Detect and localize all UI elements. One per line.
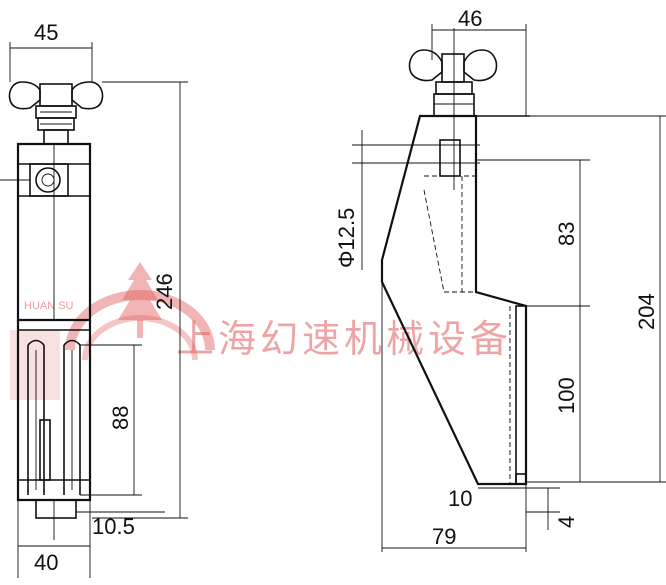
side-dim-lip: 10 <box>448 486 472 511</box>
side-dim-total-height: 204 <box>634 293 659 330</box>
side-dim-lower-height: 100 <box>554 377 579 414</box>
side-view: Φ12.5 46 83 100 204 10 4 79 <box>334 6 666 552</box>
front-view: 45 246 88 10.5 40 <box>0 20 188 578</box>
side-dim-base-offset: 4 <box>554 516 579 528</box>
watermark-brand-en: HUAN SU <box>24 300 74 312</box>
side-wing-knob <box>408 28 498 190</box>
front-dim-slot-length: 88 <box>108 406 133 430</box>
side-dim-upper-height: 83 <box>554 222 579 246</box>
front-dim-bottom-width: 40 <box>34 550 58 575</box>
front-dim-top-width: 45 <box>34 20 58 45</box>
front-wing-knob <box>8 81 104 145</box>
front-dim-foot: 10.5 <box>92 514 135 539</box>
side-dim-base-width: 79 <box>432 524 456 549</box>
side-dim-top-width: 46 <box>458 6 482 31</box>
front-dim-total-height: 246 <box>152 273 177 310</box>
side-dim-hole-dia: Φ12.5 <box>334 208 359 268</box>
watermark-company-cn: 上海幻速机械设备 <box>176 317 512 361</box>
